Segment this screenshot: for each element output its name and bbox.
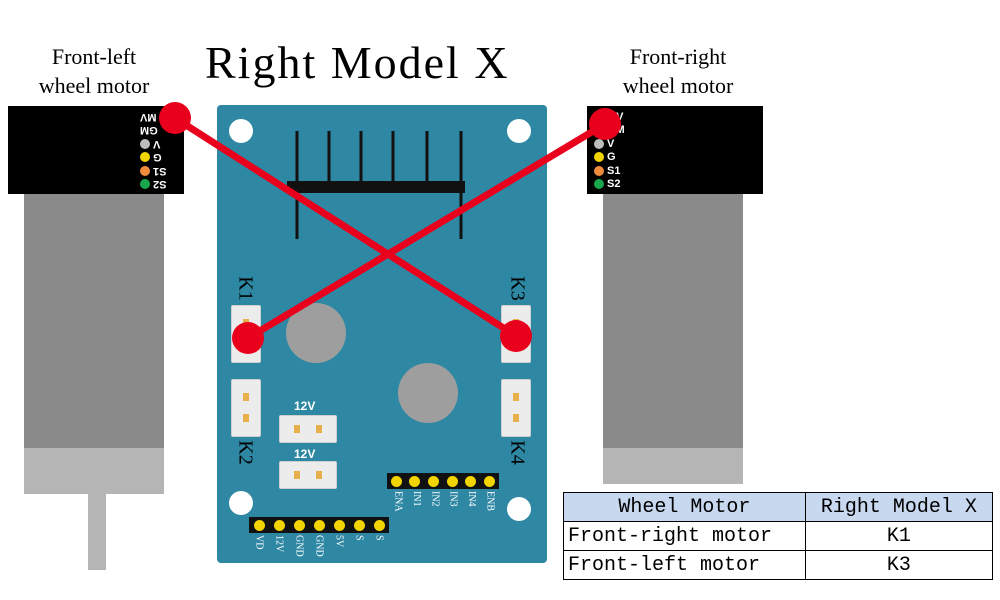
table-row: Front-left motor K3 — [563, 550, 994, 580]
motor-head — [8, 106, 184, 194]
wire-endpoint — [159, 102, 191, 134]
front-left-motor: MV GM V G S1 S2 — [8, 106, 184, 576]
motor-body — [603, 194, 743, 448]
table-header-cell: Right Model X — [804, 492, 994, 522]
motor-pin-strip: MV GM V G S1 S2 — [140, 110, 167, 191]
wire-endpoint — [232, 322, 264, 354]
table-cell: Front-left motor — [563, 550, 806, 580]
control-header[interactable] — [387, 473, 499, 489]
motor-cap — [603, 448, 743, 484]
table-row: Front-right motor K1 — [563, 521, 994, 551]
power-header[interactable] — [249, 517, 389, 533]
wire-endpoint — [500, 320, 532, 352]
front-left-motor-label: Front-left wheel motor — [38, 44, 150, 98]
motor-cap — [24, 448, 164, 494]
power-header-labels: VD 12V GND GND 5V S S — [253, 535, 385, 557]
capacitor — [398, 363, 458, 423]
table-header-row: Wheel Motor Right Model X — [563, 492, 994, 522]
table-cell: K3 — [804, 550, 994, 580]
table-cell: K1 — [804, 521, 994, 551]
wire-left-motor-to-k3 — [171, 114, 520, 340]
front-right-motor: MV GM V G S1 S2 — [587, 106, 763, 486]
table-header-cell: Wheel Motor — [563, 492, 806, 522]
power-connector[interactable] — [279, 415, 337, 443]
diagram-title: Right Model X — [205, 37, 510, 88]
power-label: 12V — [294, 447, 316, 461]
wire-endpoint — [589, 108, 621, 140]
control-header-labels: ENA IN1 IN2 IN3 IN4 ENB — [392, 491, 496, 512]
heatsink — [287, 131, 465, 239]
mount-hole — [229, 119, 253, 143]
mount-hole — [507, 119, 531, 143]
mount-hole — [229, 491, 253, 515]
power-connector[interactable] — [279, 461, 337, 489]
mapping-table: Wheel Motor Right Model X Front-right mo… — [563, 492, 994, 580]
motor-body — [24, 194, 164, 448]
motor-shaft — [88, 494, 106, 570]
port-k4[interactable] — [501, 379, 531, 437]
mount-hole — [507, 497, 531, 521]
wire-right-motor-to-k1 — [244, 120, 609, 342]
table-cell: Front-right motor — [563, 521, 806, 551]
power-label: 12V — [294, 399, 316, 413]
front-right-motor-label: Front-right wheel motor — [622, 44, 734, 98]
port-k2[interactable] — [231, 379, 261, 437]
